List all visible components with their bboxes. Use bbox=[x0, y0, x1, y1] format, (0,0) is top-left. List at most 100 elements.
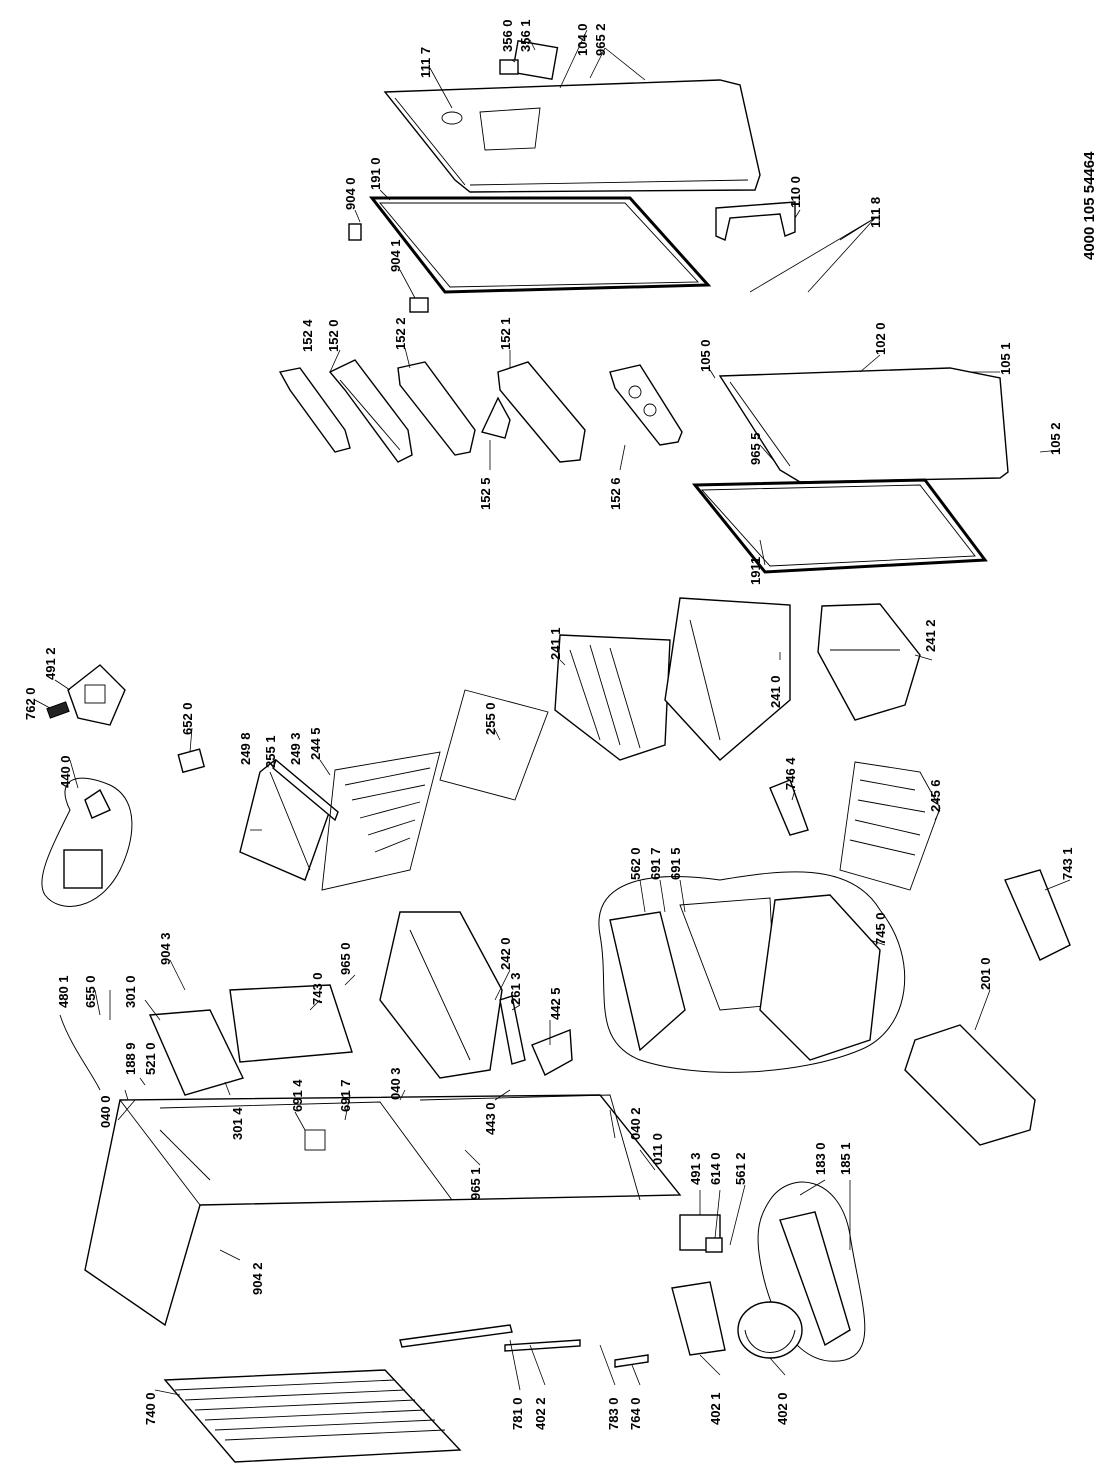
document-code: 4000 105 54464 bbox=[1081, 151, 1098, 260]
part-labels: 356 0 356 1 104 0 965 2 111 7 191 0 904 … bbox=[23, 19, 1075, 1430]
relay-614-0-part bbox=[705, 1237, 723, 1253]
part-label: 521 0 bbox=[143, 1042, 158, 1075]
cover-743-0-part bbox=[229, 984, 353, 1063]
part-label: 110 0 bbox=[788, 176, 803, 208]
part-label: 691 7 bbox=[648, 847, 663, 880]
part-label: 655 0 bbox=[83, 975, 98, 1008]
compressor-402-0-part bbox=[737, 1301, 803, 1359]
part-label: 104 0 bbox=[575, 23, 590, 56]
part-label: 965 2 bbox=[593, 23, 608, 56]
part-label: 102 0 bbox=[873, 322, 888, 355]
part-label: 561 2 bbox=[733, 1152, 748, 1185]
part-label: 740 0 bbox=[143, 1392, 158, 1425]
part-label: 242 0 bbox=[498, 937, 513, 970]
part-label: 491 2 bbox=[43, 647, 58, 680]
cable-480-1-part bbox=[59, 1014, 101, 1091]
part-label: 652 0 bbox=[180, 702, 195, 735]
part-label: 152 5 bbox=[478, 477, 493, 510]
part-label: 244 5 bbox=[308, 727, 323, 760]
part-label: 440 0 bbox=[58, 755, 73, 788]
part-label: 249 8 bbox=[238, 732, 253, 765]
part-label: 904 1 bbox=[388, 239, 403, 272]
door-balcony-152-0-part bbox=[328, 359, 413, 463]
part-label: 191 0 bbox=[368, 157, 383, 190]
bottle-holder-152-6-part bbox=[609, 364, 683, 446]
part-label: 904 2 bbox=[250, 1262, 265, 1295]
part-label: 402 0 bbox=[775, 1392, 790, 1425]
wire-shelf-244-5-part bbox=[321, 751, 441, 891]
glass-shelf-255-0-part bbox=[439, 689, 549, 801]
part-label: 614 0 bbox=[708, 1152, 723, 1185]
fan-assembly-440-part bbox=[41, 777, 133, 907]
door-balcony-152-1-part bbox=[497, 361, 586, 463]
part-label: 040 2 bbox=[628, 1107, 643, 1140]
cabinet-body-part bbox=[84, 1094, 682, 1327]
hinge-356-part bbox=[499, 39, 559, 81]
cover-743-1-part bbox=[1004, 869, 1071, 961]
upper-door-part bbox=[383, 79, 761, 193]
part-label: 255 0 bbox=[483, 702, 498, 735]
part-label: 783 0 bbox=[606, 1397, 621, 1430]
bracket-201-0-part bbox=[904, 1024, 1036, 1146]
part-label: 152 1 bbox=[498, 317, 513, 350]
part-label: 904 3 bbox=[158, 932, 173, 965]
upper-gasket-part bbox=[368, 196, 712, 294]
dryer-764-0-part bbox=[614, 1354, 649, 1368]
part-label: 904 0 bbox=[343, 177, 358, 210]
part-label: 745 0 bbox=[873, 912, 888, 945]
part-label: 241 0 bbox=[768, 675, 783, 708]
part-label: 442 5 bbox=[548, 987, 563, 1020]
door-balcony-152-4-part bbox=[278, 367, 351, 453]
part-label: 040 3 bbox=[388, 1067, 403, 1100]
hinge-110-part bbox=[715, 201, 796, 241]
part-label: 301 4 bbox=[230, 1107, 245, 1140]
part-label: 965 5 bbox=[748, 432, 763, 465]
tube-781-0-part bbox=[399, 1324, 513, 1348]
part-label: 249 3 bbox=[288, 732, 303, 765]
part-label: 764 0 bbox=[628, 1397, 643, 1430]
part-label: 261 3 bbox=[508, 972, 523, 1005]
part-label: 743 1 bbox=[1060, 847, 1075, 880]
part-label: 105 1 bbox=[998, 342, 1013, 375]
door-balcony-152-2-part bbox=[397, 361, 476, 456]
part-label: 152 0 bbox=[326, 319, 341, 352]
part-label: 241 2 bbox=[923, 619, 938, 652]
part-label: 480 1 bbox=[56, 975, 71, 1008]
compressor-mount-183-0-part bbox=[757, 1181, 866, 1362]
rail-261-3-part bbox=[499, 995, 526, 1065]
bulb-652-part bbox=[177, 748, 206, 774]
clip-904-0-part bbox=[348, 223, 362, 241]
condenser-740-0-part bbox=[163, 1369, 462, 1463]
part-label: 201 0 bbox=[978, 957, 993, 990]
drawer-242-0-part bbox=[379, 911, 503, 1079]
part-label: 781 0 bbox=[510, 1397, 525, 1430]
part-label: 691 4 bbox=[290, 1079, 305, 1112]
part-label: 011 0 bbox=[650, 1133, 665, 1165]
display-491-2-part bbox=[67, 664, 126, 726]
part-label: 691 7 bbox=[338, 1079, 353, 1112]
part-label: 188 9 bbox=[123, 1042, 138, 1075]
part-label: 105 0 bbox=[698, 339, 713, 372]
leader-lines bbox=[34, 29, 1071, 1396]
evaporator-assembly-part bbox=[598, 871, 906, 1073]
rail-746-4-part bbox=[769, 779, 809, 836]
part-label: 111 7 bbox=[418, 47, 433, 78]
part-label: 301 0 bbox=[123, 975, 138, 1008]
lower-gasket-part bbox=[691, 478, 988, 574]
module-762-part bbox=[46, 701, 70, 719]
part-label: 255 1 bbox=[263, 735, 278, 768]
part-label: 040 0 bbox=[98, 1095, 113, 1128]
part-label: 443 0 bbox=[483, 1102, 498, 1135]
tube-783-0-part bbox=[504, 1339, 581, 1352]
part-label: 152 2 bbox=[393, 317, 408, 350]
part-label: 152 6 bbox=[608, 477, 623, 510]
part-label: 762 0 bbox=[23, 687, 38, 720]
part-label: 185 1 bbox=[838, 1142, 853, 1175]
part-label: 562 0 bbox=[628, 847, 643, 880]
valve-442-5-part bbox=[531, 1028, 573, 1076]
part-label: 152 4 bbox=[300, 319, 315, 352]
part-label: 356 1 bbox=[518, 19, 533, 52]
part-label: 402 2 bbox=[533, 1397, 548, 1430]
part-label: 691 5 bbox=[668, 847, 683, 880]
